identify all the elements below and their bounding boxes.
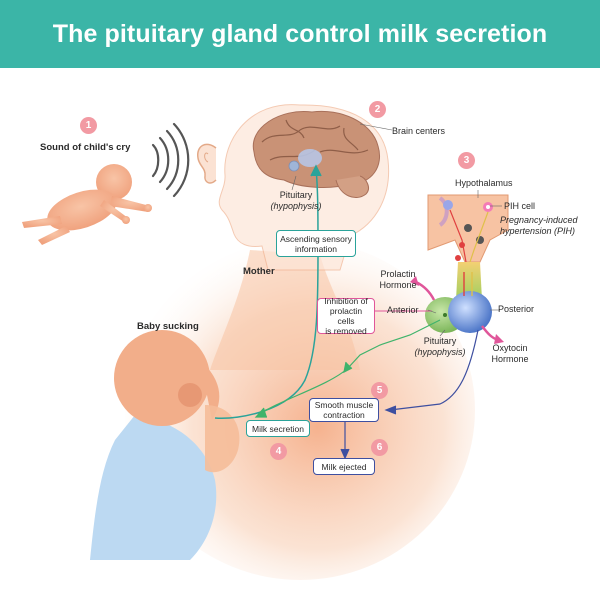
hypothalamus-label: Hypothalamus (455, 178, 513, 188)
leader-lines (291, 123, 502, 337)
step-5-badge: 5 (371, 382, 388, 399)
pituitary-gland-label: Pituitary (hypophysis) (414, 336, 466, 357)
step-4-badge: 4 (270, 443, 287, 460)
oxytocin-arrow (481, 325, 504, 344)
oxytocin-pathway (340, 329, 479, 460)
step-1-badge: 1 (80, 117, 97, 134)
page-title: The pituitary gland control milk secreti… (52, 19, 548, 48)
hypothalamus-inset (427, 194, 509, 263)
pih-cell-label: PIH cell (504, 201, 536, 211)
posterior-label: Posterior (498, 304, 535, 314)
anterior-label: Anterior (387, 305, 419, 315)
title-banner: The pituitary gland control milk secreti… (0, 0, 600, 68)
prolactin-arrow (410, 276, 436, 301)
mother-label: Mother (243, 266, 275, 277)
baby-sucking-label: Baby sucking (137, 321, 199, 332)
step-3-badge: 3 (458, 152, 475, 169)
pituitary-gland-icon (425, 262, 492, 333)
ear-icon (197, 143, 217, 184)
milk-ejected-box: Milk ejected (313, 458, 375, 475)
nursing-baby (90, 330, 240, 560)
pituitary-label: Pituitary (hypophysis) (270, 190, 322, 211)
ascending-sensory-box: Ascending sensory information (276, 230, 356, 257)
brain-centers-label: Brain centers (392, 126, 446, 136)
brain-icon (252, 110, 380, 198)
step-6-badge: 6 (371, 439, 388, 456)
milk-secretion-box: Milk secretion (246, 420, 310, 437)
prolactin-pathway (254, 319, 441, 418)
pih-description: Pregnancy-induced hypertension (PIH) (500, 215, 578, 236)
sound-of-cry-label: Sound of child's cry (40, 142, 131, 153)
oxytocin-hormone-label: Oxytocin Hormone (491, 343, 529, 364)
baby-icon (22, 164, 152, 245)
step-2-badge: 2 (369, 101, 386, 118)
inhibition-box: Inhibition of prolactin cells is removed (317, 296, 375, 336)
sound-wave-icon (151, 122, 190, 198)
prolactin-hormone-label: Prolactin Hormone (379, 269, 417, 290)
smooth-muscle-box: Smooth muscle contraction (309, 398, 379, 422)
